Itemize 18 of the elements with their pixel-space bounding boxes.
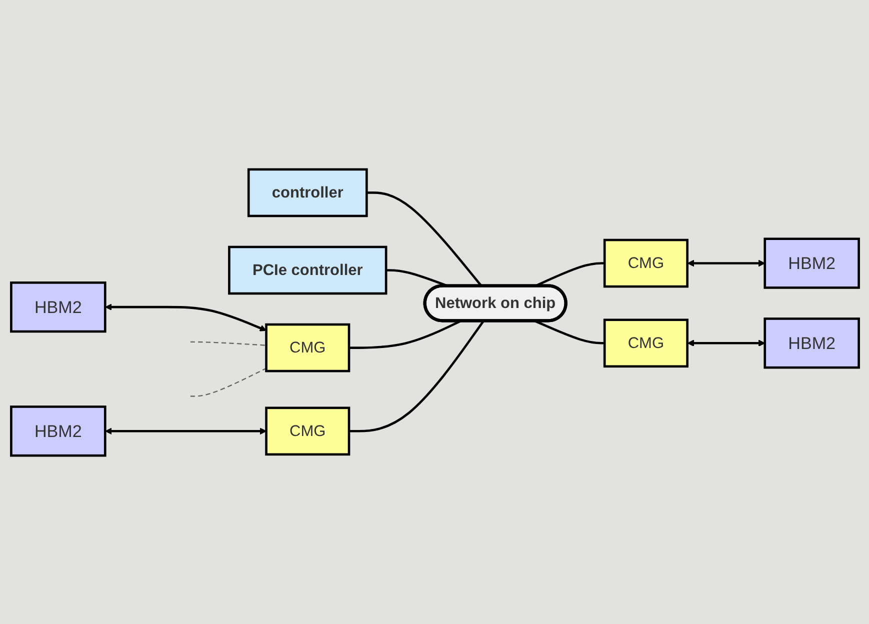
node-box: CMG xyxy=(602,318,688,368)
connector xyxy=(190,367,266,396)
node-box: CMG xyxy=(264,406,350,456)
node-box: controller xyxy=(246,168,368,217)
node-box: PCIe controller xyxy=(228,245,387,294)
connector xyxy=(190,340,266,346)
node-box: HBM2 xyxy=(763,237,860,288)
arrow xyxy=(686,259,765,266)
arrow xyxy=(104,303,266,331)
node-box: HBM2 xyxy=(763,317,860,368)
arrow xyxy=(104,427,266,434)
connector xyxy=(366,191,482,286)
connector xyxy=(348,320,484,432)
node-box: CMG xyxy=(602,238,688,288)
node-box: HBM2 xyxy=(10,405,106,456)
node-box: CMG xyxy=(264,322,350,372)
arrow xyxy=(686,339,765,346)
node-box: HBM2 xyxy=(10,280,106,332)
